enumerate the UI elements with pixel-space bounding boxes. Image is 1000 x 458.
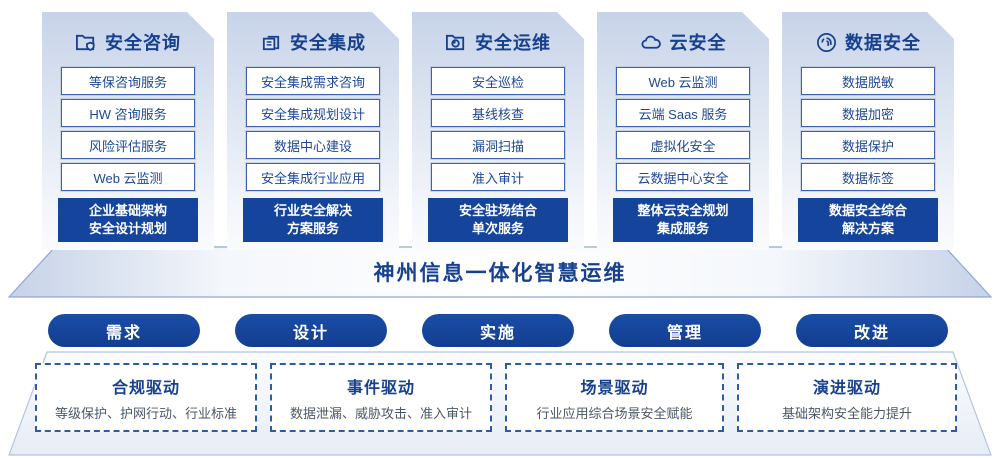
folder-shield-icon — [75, 31, 98, 54]
column-header: 安全运维 — [445, 26, 551, 58]
documents-icon — [260, 31, 283, 54]
service-item: 数据中心建设 — [246, 131, 380, 159]
column-security-consulting: 安全咨询 等保咨询服务 HW 咨询服务 风险评估服务 Web 云监测 企业基础架… — [42, 12, 214, 250]
service-item: 云数据中心安全 — [616, 163, 750, 191]
driver-title: 演进驱动 — [812, 379, 881, 397]
service-item: 云端 Saas 服务 — [616, 99, 750, 127]
column-title: 安全运维 — [475, 33, 551, 53]
driver-desc: 行业应用综合场景安全赋能 — [536, 405, 693, 421]
column-footer: 行业安全解决 方案服务 — [243, 198, 383, 242]
service-item: 漏洞扫描 — [431, 131, 565, 159]
driver-desc: 数据泄漏、威胁攻击、准入审计 — [289, 405, 472, 421]
column-cloud-security: 云安全 Web 云监测 云端 Saas 服务 虚拟化安全 云数据中心安全 整体云… — [597, 12, 769, 250]
service-item: 数据加密 — [801, 99, 935, 127]
service-item: Web 云监测 — [61, 163, 195, 191]
service-item: 准入审计 — [431, 163, 565, 191]
driver-title: 合规驱动 — [111, 379, 180, 397]
column-footer: 安全驻场结合 单次服务 — [428, 198, 568, 242]
service-item: HW 咨询服务 — [61, 99, 195, 127]
column-header: 数据安全 — [815, 26, 921, 58]
service-item: 数据保护 — [801, 131, 935, 159]
column-data-security: 数据安全 数据脱敏 数据加密 数据保护 数据标签 数据安全综合 解决方案 — [782, 12, 954, 250]
column-title: 安全咨询 — [105, 33, 181, 53]
driver-box-scenario: 场景驱动 行业应用综合场景安全赋能 — [505, 363, 724, 432]
process-pill-demand: 需求 — [48, 314, 200, 347]
column-title: 数据安全 — [845, 33, 921, 53]
column-footer: 数据安全综合 解决方案 — [798, 198, 938, 242]
driver-desc: 等级保护、护网行动、行业标准 — [54, 405, 237, 421]
column-header: 安全集成 — [260, 26, 366, 58]
banner-title: 神州信息一体化智慧运维 — [373, 262, 627, 285]
column-security-integration: 安全集成 安全集成需求咨询 安全集成规划设计 数据中心建设 安全集成行业应用 行… — [227, 12, 399, 250]
process-pill-design: 设计 — [235, 314, 387, 347]
driver-title: 场景驱动 — [580, 379, 649, 397]
column-title: 云安全 — [669, 33, 727, 53]
column-security-operations: 安全运维 安全巡检 基线核查 漏洞扫描 准入审计 安全驻场结合 单次服务 — [412, 12, 584, 250]
column-header: 云安全 — [640, 26, 727, 58]
process-pill-management: 管理 — [609, 314, 761, 347]
column-footer: 整体云安全规划 集成服务 — [613, 198, 753, 242]
driver-box-evolution: 演进驱动 基础架构安全能力提升 — [737, 363, 957, 432]
service-item: 风险评估服务 — [61, 131, 195, 159]
service-item: 虚拟化安全 — [616, 131, 750, 159]
service-item: 安全集成规划设计 — [246, 99, 380, 127]
process-pill-implementation: 实施 — [422, 314, 574, 347]
service-item: 基线核查 — [431, 99, 565, 127]
process-pill-improvement: 改进 — [796, 314, 948, 347]
service-item: 等保咨询服务 — [61, 67, 195, 95]
fingerprint-icon — [815, 31, 838, 54]
service-item: Web 云监测 — [616, 67, 750, 95]
driver-desc: 基础架构安全能力提升 — [781, 405, 912, 421]
driver-box-compliance: 合规驱动 等级保护、护网行动、行业标准 — [35, 363, 257, 432]
column-footer: 企业基础架构 安全设计规划 — [58, 198, 198, 242]
folder-chart-icon — [445, 31, 468, 54]
cloud-icon — [640, 31, 663, 54]
service-item: 安全巡检 — [431, 67, 565, 95]
service-item: 数据标签 — [801, 163, 935, 191]
service-item: 安全集成需求咨询 — [246, 67, 380, 95]
service-item: 安全集成行业应用 — [246, 163, 380, 191]
column-title: 安全集成 — [290, 33, 366, 53]
column-header: 安全咨询 — [75, 26, 181, 58]
service-item: 数据脱敏 — [801, 67, 935, 95]
driver-box-incident: 事件驱动 数据泄漏、威胁攻击、准入审计 — [270, 363, 492, 432]
driver-title: 事件驱动 — [346, 379, 415, 397]
